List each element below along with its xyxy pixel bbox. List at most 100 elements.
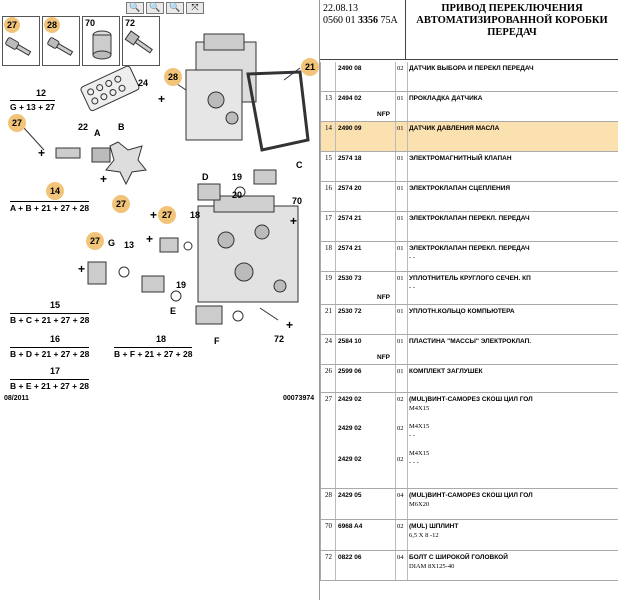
part-label: 24 xyxy=(138,78,149,88)
gasket-shape xyxy=(80,65,140,112)
column-divider xyxy=(335,335,336,364)
column-divider xyxy=(335,489,336,519)
column-divider xyxy=(395,551,396,580)
part-quantity: 01 xyxy=(397,308,404,315)
column-divider xyxy=(395,92,396,121)
nfp-flag: NFP xyxy=(377,354,390,361)
part-subdetail: - - - xyxy=(409,459,419,466)
callout-badge-27[interactable]: 27 xyxy=(158,206,176,224)
zoom-out-button[interactable]: 🔍 xyxy=(146,2,164,14)
part-reference: 2574 20 xyxy=(338,185,362,192)
row-index: 14 xyxy=(325,124,332,132)
thumb-28[interactable]: 28 xyxy=(42,16,80,66)
part-subdetail xyxy=(409,440,617,449)
kit-number: 15 xyxy=(50,300,61,310)
part-reference: 2599 06 xyxy=(338,368,362,375)
part-quantity: 01 xyxy=(397,338,404,345)
plus-marker: + xyxy=(158,92,166,106)
column-divider xyxy=(335,551,336,580)
part-reference: 2429 02 xyxy=(338,456,362,463)
part-subdetail: M6X20 xyxy=(409,501,430,508)
column-divider xyxy=(335,182,336,211)
part-reference: 6968 A4 xyxy=(338,523,363,530)
control-unit-shape xyxy=(185,33,257,141)
part-quantity: 01 xyxy=(397,215,404,222)
column-divider xyxy=(335,305,336,334)
header-date: 22.08.13 xyxy=(323,3,358,14)
part-label: D xyxy=(202,172,209,182)
callout-badge-14[interactable]: 14 xyxy=(46,182,64,200)
zoom-in-button[interactable]: 🔍 xyxy=(126,2,144,14)
part-label: 72 xyxy=(274,334,285,344)
part-description-text: ДАТЧИК ДАВЛЕНИЯ МАСЛА xyxy=(409,125,500,132)
callout-badge-27[interactable]: 27 xyxy=(8,114,26,132)
plus-marker: + xyxy=(100,172,108,186)
part-label: E xyxy=(170,306,177,316)
part-subdetail: M4X15 xyxy=(409,423,430,430)
plus-marker: + xyxy=(150,208,158,222)
thumb-27[interactable]: 27 xyxy=(2,16,40,66)
thumb-72[interactable]: 72 xyxy=(122,16,160,66)
callout-badge-21[interactable]: 21 xyxy=(301,58,319,76)
expand-button[interactable]: ⤧ xyxy=(186,2,204,14)
part-label: 18 xyxy=(190,210,201,220)
kit-formula: A + B + 21 + 27 + 28 xyxy=(10,201,90,213)
column-divider xyxy=(407,489,408,519)
zoom-fit-button[interactable]: 🔍 xyxy=(166,2,184,14)
part-quantity: 01 xyxy=(397,185,404,192)
part-subdetail: M4X15 xyxy=(409,405,430,412)
column-divider xyxy=(407,152,408,181)
code-bold: 3356 xyxy=(358,15,378,26)
part-label: C xyxy=(296,160,303,170)
part-reference: 2584 10 xyxy=(338,338,362,345)
part-reference: 2494 02 xyxy=(338,95,362,102)
kit-formula: B + E + 21 + 27 + 28 xyxy=(10,379,89,391)
diagram-id: 00073974 xyxy=(283,395,315,402)
part-reference: 2574 18 xyxy=(338,155,362,162)
part-reference: 2429 05 xyxy=(338,492,362,499)
part-label: 19 xyxy=(232,172,243,182)
column-divider xyxy=(407,212,408,241)
part-description-text: (MUL)ВИНТ-САМОРЕЗ СКОШ ЦИЛ ГОЛ xyxy=(409,492,533,499)
column-divider xyxy=(335,122,336,151)
column-divider xyxy=(407,365,408,392)
part-reference: 2530 73 xyxy=(338,275,362,282)
part-label: 13 xyxy=(124,240,135,250)
part-quantity: 01 xyxy=(397,95,404,102)
kit-formula: G + 13 + 27 xyxy=(10,100,55,112)
thumb-70[interactable]: 70 xyxy=(82,16,120,66)
part-reference: 2574 21 xyxy=(338,245,362,252)
column-divider xyxy=(395,335,396,364)
part-description-text: ПЛАСТИНА "МАССЫ" ЭЛЕКТРОКЛАП. xyxy=(409,338,532,345)
row-index: 26 xyxy=(325,367,332,375)
pin-icon xyxy=(92,30,112,60)
callout-badge-27[interactable]: 27 xyxy=(86,232,104,250)
part-description: (MUL)ВИНТ-САМОРЕЗ СКОШ ЦИЛ ГОЛ M6X20 xyxy=(409,491,617,509)
column-divider xyxy=(407,335,408,364)
part-description: УПЛОТН.КОЛЬЦО КОМПЬЮТЕРА xyxy=(409,307,617,316)
part-label: 19 xyxy=(176,280,187,290)
callout-badge-27[interactable]: 27 xyxy=(112,195,130,213)
callout-badge-28[interactable]: 28 xyxy=(164,68,182,86)
part-quantity: 04 xyxy=(397,554,404,561)
column-divider xyxy=(395,182,396,211)
